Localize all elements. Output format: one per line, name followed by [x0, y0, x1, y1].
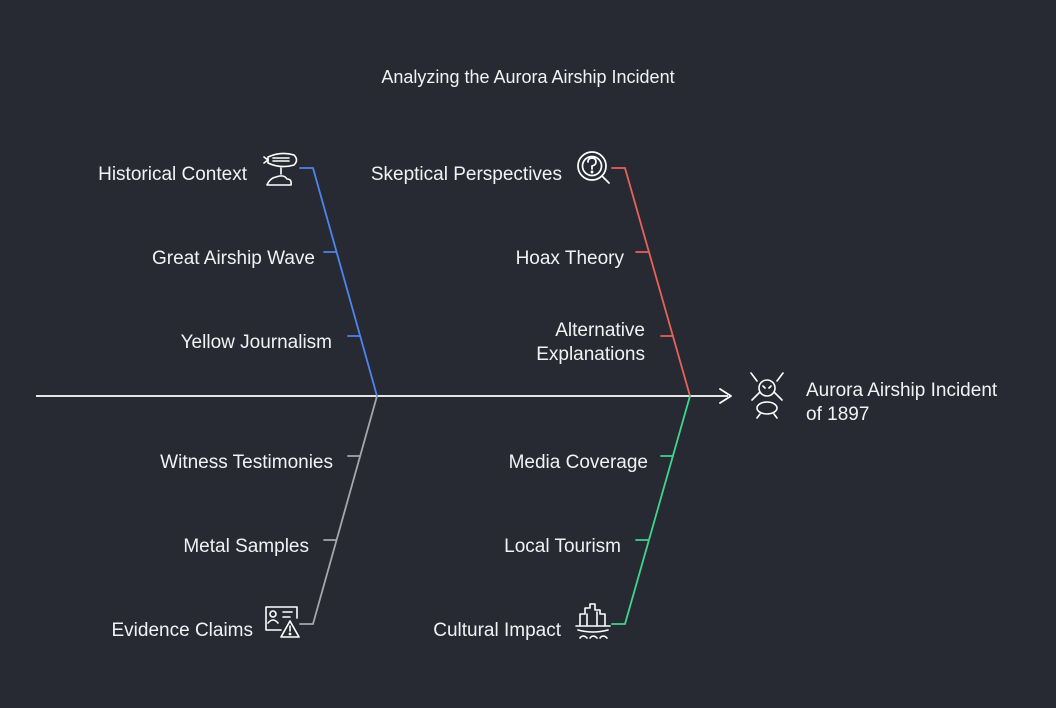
- category-label-cultural: Cultural Impact: [433, 620, 561, 641]
- category-label-historical: Historical Context: [98, 164, 248, 185]
- id-card-warning-icon: [265, 606, 300, 638]
- cause-alternative-explanations-line2: Explanations: [536, 344, 645, 365]
- category-label-skeptical: Skeptical Perspectives: [371, 164, 562, 185]
- branch-evidence: [299, 395, 378, 625]
- cause-witness-testimonies: Witness Testimonies: [160, 452, 333, 473]
- category-label-evidence: Evidence Claims: [112, 620, 254, 641]
- cause-media-coverage: Media Coverage: [509, 452, 648, 473]
- diagram-title: Analyzing the Aurora Airship Incident: [381, 67, 674, 87]
- cause-alternative-explanations-line1: Alternative: [555, 320, 645, 341]
- effect-label-line2: of 1897: [806, 404, 869, 425]
- cause-great-airship-wave: Great Airship Wave: [152, 248, 315, 269]
- city-landmark-icon: [575, 603, 611, 639]
- airship-icon: [263, 152, 298, 186]
- effect-label-line1: Aurora Airship Incident: [806, 380, 998, 401]
- cause-hoax-theory: Hoax Theory: [516, 248, 625, 269]
- alien-icon: [750, 372, 784, 419]
- cause-local-tourism: Local Tourism: [504, 536, 621, 557]
- branch-cultural: [611, 395, 691, 625]
- effect-node: Aurora Airship Incident of 1897: [750, 372, 998, 425]
- spine: [36, 388, 732, 404]
- cause-metal-samples: Metal Samples: [183, 536, 309, 557]
- branch-historical: [299, 167, 378, 397]
- magnifier-question-icon: [577, 151, 610, 184]
- branch-skeptical: [611, 167, 691, 397]
- cause-yellow-journalism: Yellow Journalism: [181, 332, 332, 353]
